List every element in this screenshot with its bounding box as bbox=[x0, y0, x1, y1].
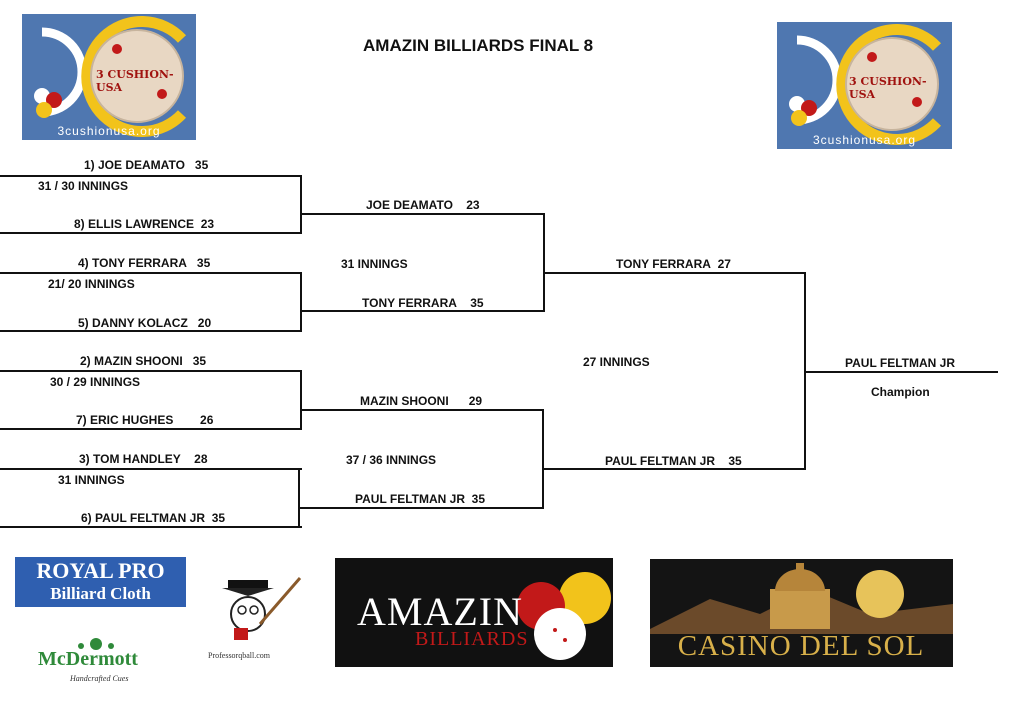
mcdermott-clover-icon bbox=[78, 638, 114, 650]
r1-player: 2) MAZIN SHOONI 35 bbox=[80, 354, 207, 368]
royal-pro-logo: ROYAL PRO Billiard Cloth bbox=[15, 557, 186, 607]
bracket-line bbox=[543, 213, 545, 312]
champion-name: PAUL FELTMAN JR bbox=[845, 356, 955, 370]
bracket-line bbox=[544, 468, 806, 470]
r2-player: PAUL FELTMAN JR 35 bbox=[355, 492, 486, 506]
bracket-line bbox=[0, 370, 302, 372]
r1-player: 6) PAUL FELTMAN JR 35 bbox=[81, 511, 226, 525]
professor-cue-ball-icon bbox=[222, 577, 302, 640]
r1-player: 4) TONY FERRARA 35 bbox=[78, 256, 211, 270]
r1-innings: 21/ 20 INNINGS bbox=[48, 277, 135, 291]
bracket-line bbox=[0, 232, 302, 234]
mcdermott-tagline: Handcrafted Cues bbox=[70, 674, 129, 683]
r2-player: TONY FERRARA 35 bbox=[362, 296, 484, 310]
bracket-line bbox=[806, 371, 998, 373]
billiards-word: BILLIARDS bbox=[415, 628, 529, 650]
bracket-line bbox=[302, 409, 544, 411]
casino-del-sol-logo: CASINO DEL SOL bbox=[650, 559, 953, 667]
r2-player: JOE DEAMATO 23 bbox=[366, 198, 480, 212]
bracket-line bbox=[804, 272, 806, 470]
r1-innings: 31 INNINGS bbox=[58, 473, 125, 487]
bracket-line bbox=[300, 370, 302, 430]
champion-label: Champion bbox=[871, 385, 930, 399]
r1-innings: 30 / 29 INNINGS bbox=[50, 375, 141, 389]
three-cushion-badge: 3 CUSHION-USA bbox=[96, 68, 174, 94]
amazin-billiards-logo: AMAZIN BILLIARDS bbox=[335, 558, 613, 667]
r1-player: 7) ERIC HUGHES 26 bbox=[76, 413, 214, 427]
three-cushion-emblem bbox=[34, 16, 187, 137]
r2-innings: 37 / 36 INNINGS bbox=[346, 453, 437, 467]
bracket-line bbox=[545, 272, 806, 274]
r3-player: PAUL FELTMAN JR 35 bbox=[605, 454, 742, 468]
royal-pro-line1: ROYAL PRO bbox=[36, 558, 165, 583]
page-title: AMAZIN BILLIARDS FINAL 8 bbox=[363, 36, 594, 55]
royal-pro-line2: Billiard Cloth bbox=[50, 584, 151, 603]
casino-del-sol-name: CASINO DEL SOL bbox=[677, 630, 925, 662]
bracket-line bbox=[0, 428, 302, 430]
bracket-line bbox=[0, 468, 302, 470]
three-cushion-usa-logo-left: 3 CUSHION-USA 3cushionusa.org bbox=[22, 14, 196, 140]
casino-dome-icon bbox=[650, 563, 953, 634]
three-cushion-url: 3cushionusa.org bbox=[812, 133, 917, 147]
amazin-word: AMAZIN bbox=[357, 589, 523, 634]
r1-player: 3) TOM HANDLEY 28 bbox=[79, 452, 208, 466]
three-cushion-url: 3cushionusa.org bbox=[57, 124, 161, 138]
bracket-line bbox=[302, 310, 545, 312]
bracket-line bbox=[300, 175, 302, 234]
r1-player: 1) JOE DEAMATO 35 bbox=[84, 158, 209, 172]
mcdermott-logo: McDermott bbox=[38, 648, 138, 670]
bracket-line bbox=[0, 526, 302, 528]
three-cushion-emblem bbox=[789, 24, 942, 145]
bracket-line bbox=[0, 175, 302, 177]
bracket-line bbox=[300, 507, 544, 509]
r1-innings: 31 / 30 INNINGS bbox=[38, 179, 129, 193]
r1-player: 8) ELLIS LAWRENCE 23 bbox=[74, 217, 215, 231]
bracket-line bbox=[298, 468, 300, 528]
billiard-balls-icon bbox=[517, 572, 611, 660]
bracket-line bbox=[542, 409, 544, 509]
r2-player: MAZIN SHOONI 29 bbox=[360, 394, 483, 408]
r3-player: TONY FERRARA 27 bbox=[616, 257, 731, 271]
professor-qball-url: Professorqball.com bbox=[208, 651, 270, 660]
r1-player: 5) DANNY KOLACZ 20 bbox=[78, 316, 212, 330]
bracket-line bbox=[302, 213, 545, 215]
r2-innings: 31 INNINGS bbox=[341, 257, 408, 271]
three-cushion-usa-logo-right: 3 CUSHION-USA 3cushionusa.org bbox=[777, 22, 952, 149]
r3-innings: 27 INNINGS bbox=[583, 355, 650, 369]
bracket-line bbox=[0, 330, 302, 332]
bracket-line bbox=[0, 272, 302, 274]
three-cushion-badge: 3 CUSHION-USA bbox=[849, 75, 927, 101]
bracket-line bbox=[300, 272, 302, 332]
